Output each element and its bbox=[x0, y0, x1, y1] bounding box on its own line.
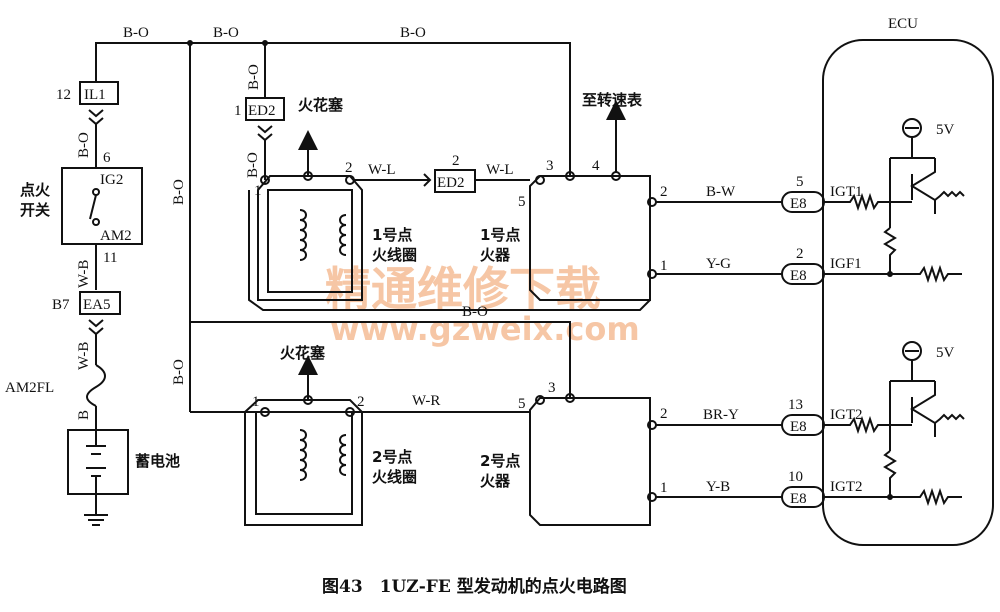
ecu-pin: IGT2 bbox=[830, 407, 863, 423]
ecu-voltage: 5V bbox=[936, 122, 955, 138]
pin-label: B7 bbox=[52, 297, 70, 313]
tacho-label: 至转速表 bbox=[582, 91, 643, 109]
coil1-label-1: 1号点 bbox=[372, 226, 412, 244]
pin-label: 2 bbox=[345, 160, 353, 176]
pin-label: 4 bbox=[592, 158, 600, 174]
ecu-voltage: 5V bbox=[936, 345, 955, 361]
connector-e8: E8 bbox=[790, 419, 807, 435]
pin-label: 5 bbox=[518, 194, 526, 210]
igniter-2: 3 5 2 1 2号点 火器 bbox=[480, 380, 668, 526]
coil1-label-2: 火线圈 bbox=[372, 246, 417, 264]
pin-label: 12 bbox=[56, 87, 71, 103]
wire-label: BR-Y bbox=[703, 407, 739, 423]
switch-label-1: 点火 bbox=[20, 181, 51, 199]
pin-label: 2 bbox=[452, 153, 460, 169]
ecu-pin: IGT1 bbox=[830, 184, 863, 200]
pin-label: 2 bbox=[660, 406, 668, 422]
connector-il1: IL1 bbox=[84, 87, 106, 103]
wire-label: B-O bbox=[245, 152, 261, 178]
switch-am2: AM2 bbox=[100, 228, 132, 244]
connector-e8: E8 bbox=[790, 268, 807, 284]
pin-label: 3 bbox=[548, 380, 556, 396]
lower-bus: B-O bbox=[190, 304, 571, 413]
wire-label: B-O bbox=[171, 179, 187, 205]
ecu-pin: IGT2 bbox=[830, 479, 863, 495]
pin-label: 11 bbox=[103, 250, 117, 266]
igniter2-label-1: 2号点 bbox=[480, 452, 520, 470]
pin-label: 6 bbox=[103, 150, 111, 166]
coil2-label-1: 2号点 bbox=[372, 448, 412, 466]
wire-label: Y-B bbox=[706, 479, 730, 495]
igniter-1: 至转速表 3 4 5 2 1 1号点 火器 bbox=[248, 91, 668, 311]
connector-e8: E8 bbox=[790, 491, 807, 507]
wire-label: B-O bbox=[76, 132, 92, 158]
spark-label-2: 火花塞 bbox=[280, 344, 326, 362]
pin-label: 13 bbox=[788, 397, 803, 413]
pin-label: 5 bbox=[796, 174, 804, 190]
igniter2-label-2: 火器 bbox=[480, 472, 511, 490]
pin-label: 10 bbox=[788, 469, 803, 485]
pin-label: 1 bbox=[254, 183, 262, 199]
watermark-cn: 精通维修下载 bbox=[325, 262, 601, 316]
pin-label: 2 bbox=[660, 184, 668, 200]
coil-1: 1 2 1号点 火线圈 W-L ED2 2 W-L bbox=[254, 130, 530, 301]
figure-caption: 图43 1UZ-FE 型发动机的点火电路图 bbox=[322, 576, 627, 597]
pin-label: 1 bbox=[234, 103, 242, 119]
spark-label-1: 火花塞 bbox=[298, 96, 344, 114]
wire-label: B-W bbox=[706, 184, 736, 200]
igniter1-label-2: 火器 bbox=[480, 246, 511, 264]
igniter1-label-1: 1号点 bbox=[480, 226, 520, 244]
coil-2: 火花塞 1 2 2号点 火线圈 W-R bbox=[244, 344, 530, 526]
wire-label: B-O bbox=[213, 25, 239, 41]
wire-label: Y-G bbox=[706, 256, 731, 272]
pin-label: 5 bbox=[518, 396, 526, 412]
connector-ed2b: ED2 bbox=[437, 175, 465, 191]
wire-label: B-O bbox=[400, 25, 426, 41]
connector-ed2: ED2 bbox=[248, 103, 276, 119]
switch-label-2: 开关 bbox=[20, 201, 50, 219]
wire-label: W-B bbox=[76, 342, 92, 370]
fuse-label: AM2FL bbox=[5, 380, 54, 396]
wire-label: B bbox=[76, 410, 92, 420]
watermark-url: www.gzweix.com bbox=[330, 310, 640, 348]
ecu: ECU IGT1 IGF1 IGT2 IGT2 5V 5V bbox=[822, 16, 994, 546]
signal-wires: B-W Y-G BR-Y Y-B bbox=[656, 184, 782, 498]
supply-chain: IL1 12 B-O 6 IG2 AM2 点火 开关 11 W-B EA5 B7… bbox=[5, 81, 180, 526]
ecu-title: ECU bbox=[888, 16, 918, 32]
switch-ig2: IG2 bbox=[100, 172, 123, 188]
wire-label: B-O bbox=[246, 64, 262, 90]
connector-e8: E8 bbox=[790, 196, 807, 212]
pin-label: 1 bbox=[660, 480, 668, 496]
wire-label: B-O bbox=[171, 359, 187, 385]
pin-label: 1 bbox=[252, 394, 260, 410]
wire-label: B-O bbox=[462, 304, 488, 320]
wire-label: B-O bbox=[123, 25, 149, 41]
pin-label: 2 bbox=[357, 394, 365, 410]
wire-label: W-R bbox=[412, 393, 440, 409]
wire-label: W-B bbox=[76, 260, 92, 288]
top-bus: B-O B-O B-O B-O B-O B-O bbox=[95, 25, 571, 412]
pin-label: 2 bbox=[796, 246, 804, 262]
ecu-pin: IGF1 bbox=[830, 256, 862, 272]
pin-label: 3 bbox=[546, 158, 554, 174]
spark-connector: ED2 1 火花塞 B-O bbox=[234, 96, 344, 180]
wire-label: W-L bbox=[486, 162, 514, 178]
wire-label: W-L bbox=[368, 162, 396, 178]
connector-ea5: EA5 bbox=[83, 297, 111, 313]
battery-label: 蓄电池 bbox=[135, 452, 180, 470]
pin-label: 1 bbox=[660, 258, 668, 274]
e8-connectors: E8 5 E8 2 E8 13 E8 10 bbox=[781, 174, 825, 508]
coil2-label-2: 火线圈 bbox=[372, 468, 417, 486]
